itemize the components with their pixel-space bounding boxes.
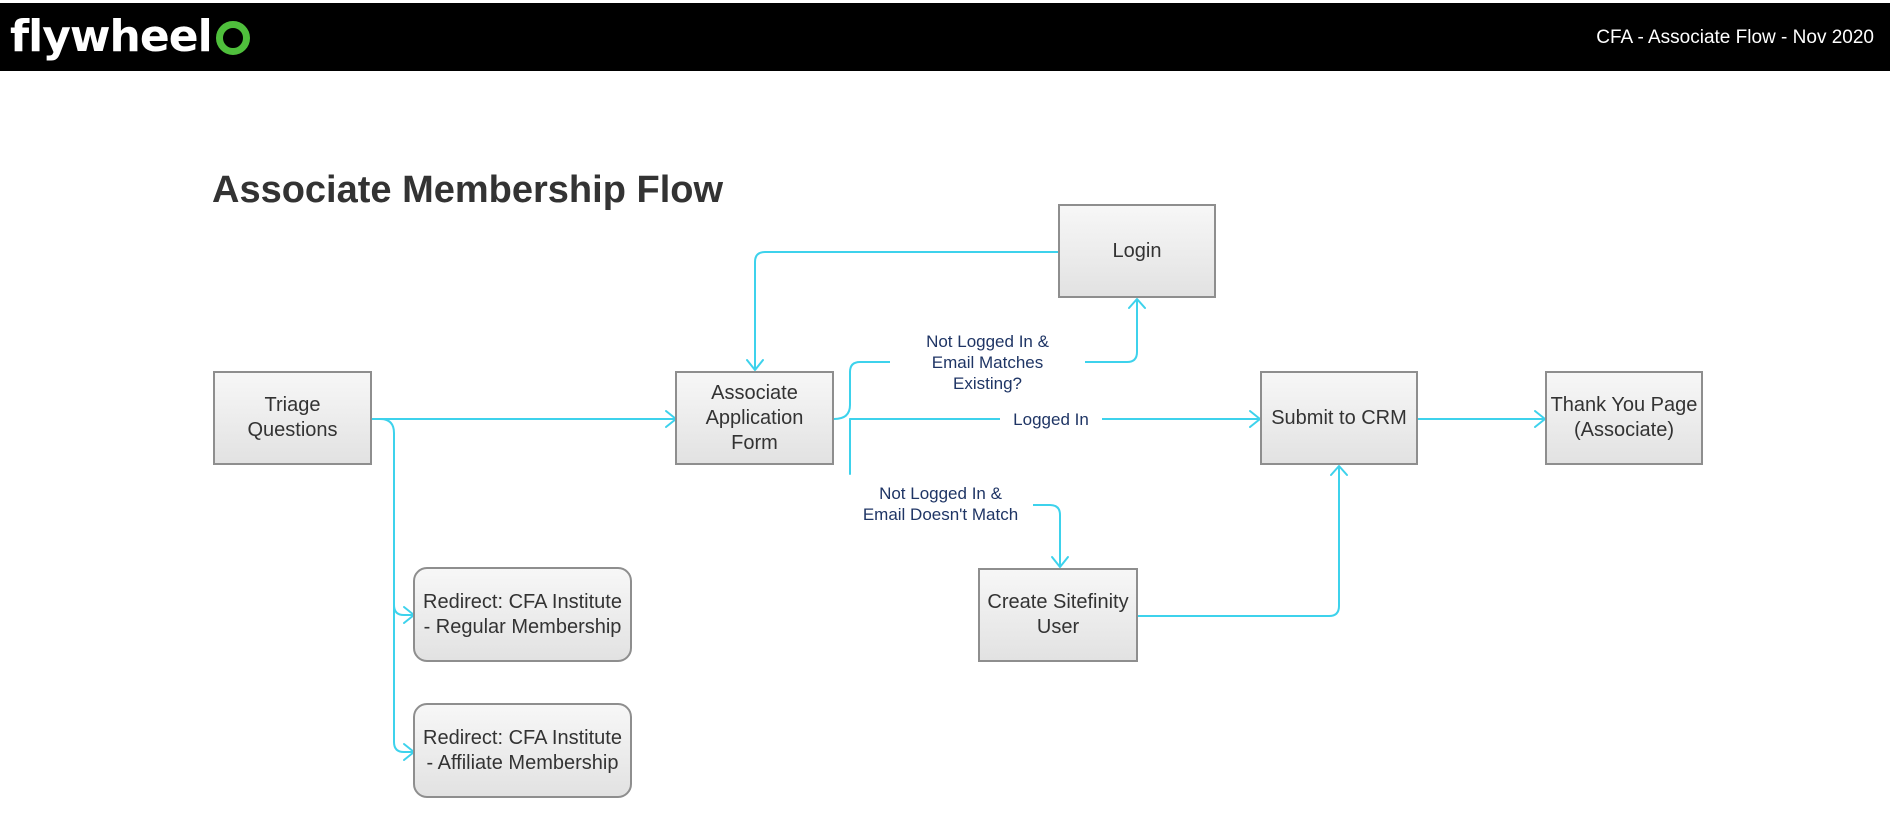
arrowhead-login-bottom xyxy=(1128,298,1146,309)
flywheel-logo: flywheel xyxy=(10,12,250,62)
node-thank-you-label: Thank You Page (Associate) xyxy=(1550,394,1698,441)
node-triage-label: Triage Questions xyxy=(247,394,338,441)
node-thank-you-page: Thank You Page (Associate) xyxy=(1545,371,1703,465)
connector-branch-regular xyxy=(393,604,413,616)
node-redirect-affiliate-label: Redirect: CFA Institute - Affiliate Memb… xyxy=(423,726,622,774)
node-application-form: Associate Application Form xyxy=(675,371,834,465)
node-application-label: Associate Application Form xyxy=(705,381,804,454)
node-login-label: Login xyxy=(1112,239,1162,262)
logo-ring-icon xyxy=(215,21,250,55)
node-redirect-regular: Redirect: CFA Institute - Regular Member… xyxy=(413,567,632,662)
node-submit-crm-label: Submit to CRM xyxy=(1271,406,1407,429)
label-email-no-match: Not Logged In & Email Doesn't Match xyxy=(848,483,1033,525)
decision-bracket xyxy=(833,361,891,475)
connector-no-match-to-create-user xyxy=(1032,504,1061,567)
top-header-bar: flywheel CFA - Associate Flow - Nov 2020 xyxy=(0,3,1890,71)
connector-login-to-application xyxy=(754,251,1059,369)
node-redirect-regular-label: Redirect: CFA Institute - Regular Member… xyxy=(423,590,622,638)
node-triage-questions: Triage Questions xyxy=(213,371,372,465)
label-email-matches: Not Logged In & Email Matches Existing? xyxy=(890,331,1085,394)
arrowhead-crm-bottom xyxy=(1330,465,1348,476)
node-submit-to-crm: Submit to CRM xyxy=(1260,371,1418,465)
arrowhead-create-user-top xyxy=(1051,556,1069,568)
node-login: Login xyxy=(1058,204,1216,298)
brand-wordmark: flywheel xyxy=(10,11,213,62)
arrowhead-application-top xyxy=(746,359,764,371)
node-create-sitefinity-user: Create Sitefinity User xyxy=(978,568,1138,662)
document-caption: CFA - Associate Flow - Nov 2020 xyxy=(1596,27,1874,48)
diagram-title: Associate Membership Flow xyxy=(212,169,724,211)
node-create-user-label: Create Sitefinity User xyxy=(987,591,1129,638)
connector-email-matches-to-login xyxy=(1084,299,1138,363)
label-logged-in: Logged In xyxy=(1000,409,1102,430)
connector-create-user-to-crm xyxy=(1137,466,1340,617)
node-redirect-affiliate: Redirect: CFA Institute - Affiliate Memb… xyxy=(413,703,632,798)
connector-triage-to-redirects xyxy=(379,418,413,753)
